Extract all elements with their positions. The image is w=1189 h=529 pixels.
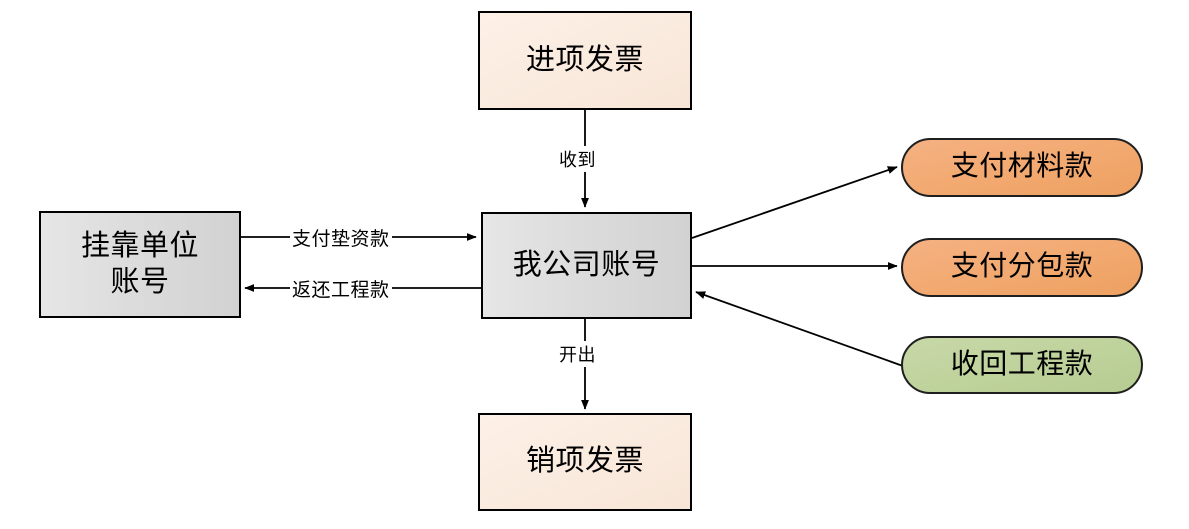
- edge-label-received: 收到: [557, 146, 598, 172]
- node-company-account-label: 我公司账号: [512, 248, 661, 281]
- edge-label-pay-advance-funds: 支付垫资款: [290, 224, 392, 251]
- edge-label-issued: 开出: [557, 341, 598, 367]
- node-affiliate-account-label: 挂靠单位 账号: [80, 230, 199, 298]
- node-recover-project-fee[interactable]: 收回工程款: [901, 336, 1143, 394]
- node-output-invoice-label: 销项发票: [525, 445, 644, 478]
- node-input-invoice[interactable]: 进项发票: [478, 11, 692, 110]
- node-recover-project-fee-label: 收回工程款: [950, 348, 1094, 380]
- node-pay-subcontract[interactable]: 支付分包款: [901, 238, 1143, 297]
- edge-company-account-to-pay-material: [691, 166, 898, 239]
- edge-label-return-project-fee: 返还工程款: [290, 275, 392, 302]
- node-company-account[interactable]: 我公司账号: [481, 212, 692, 319]
- node-pay-subcontract-label: 支付分包款: [950, 251, 1094, 283]
- node-pay-material[interactable]: 支付材料款: [901, 138, 1143, 197]
- node-pay-material-label: 支付材料款: [950, 151, 1094, 183]
- edge-recover-project-fee-to-company-account: [695, 291, 904, 367]
- node-affiliate-account[interactable]: 挂靠单位 账号: [39, 211, 241, 318]
- node-input-invoice-label: 进项发票: [525, 43, 644, 76]
- node-output-invoice[interactable]: 销项发票: [478, 413, 692, 511]
